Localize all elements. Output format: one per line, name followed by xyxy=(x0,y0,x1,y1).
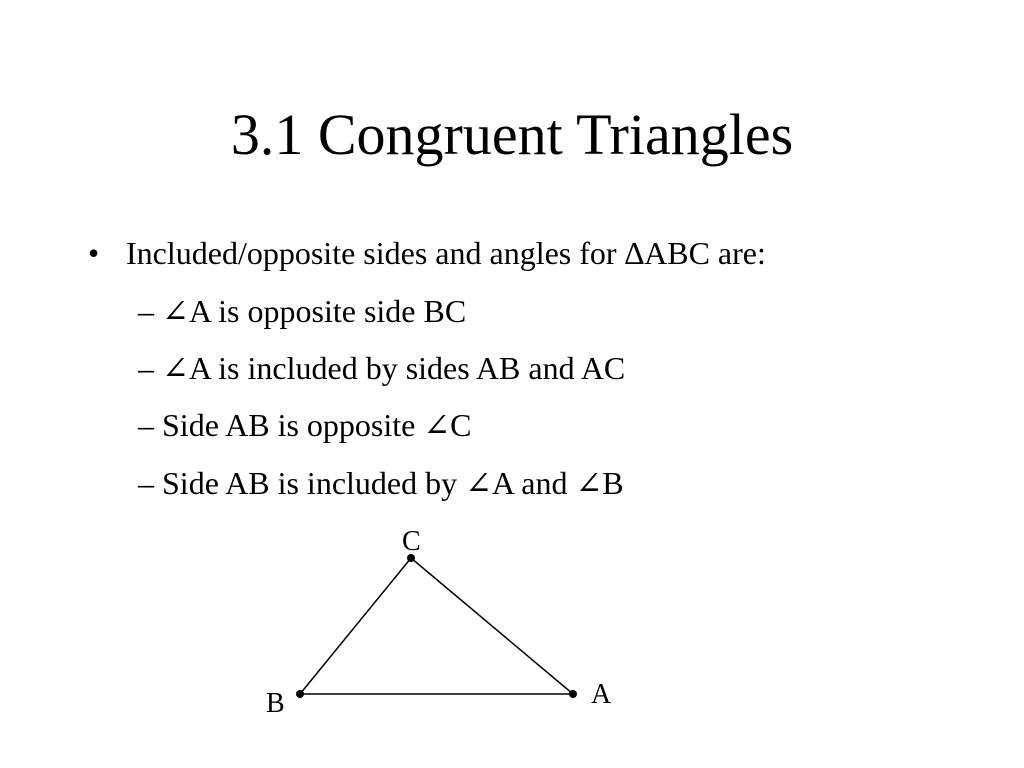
sub-bullet-4: – Side AB is included by ∠A and ∠B xyxy=(138,465,624,501)
vertex-a-label: A xyxy=(591,679,612,710)
vertex-a-point xyxy=(569,690,577,698)
vertex-b-label: B xyxy=(266,688,285,719)
slide-title: 3.1 Congruent Triangles xyxy=(230,102,794,167)
vertex-c-point xyxy=(407,554,415,562)
side-ca xyxy=(410,557,574,695)
side-bc xyxy=(299,557,412,695)
sub-bullet-3: – Side AB is opposite ∠C xyxy=(138,407,472,443)
main-bullet: • Included/opposite sides and angles for … xyxy=(88,232,766,274)
sub-bullet-2: – ∠A is included by sides AB and AC xyxy=(138,350,626,386)
vertex-b-point xyxy=(296,690,304,698)
sub-bullet-1: – ∠A is opposite side BC xyxy=(138,293,467,329)
main-bullet-text: Included/opposite sides and angles for ∆… xyxy=(126,235,766,271)
vertex-c-label: C xyxy=(402,526,421,557)
bullet-marker: • xyxy=(88,235,100,271)
